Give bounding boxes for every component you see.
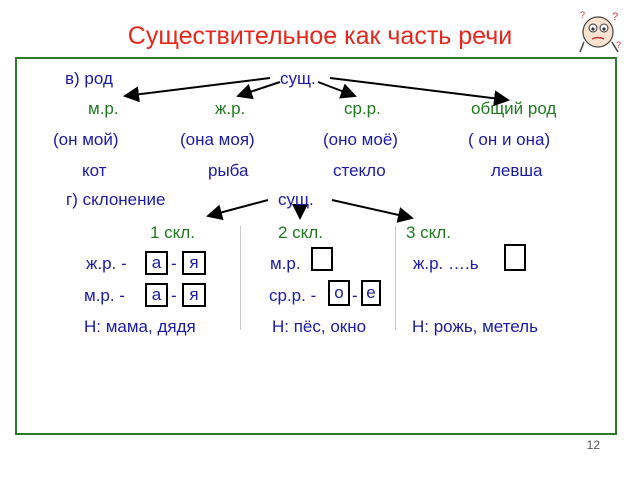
arrow-to-decl3 xyxy=(331,199,414,223)
slide-title: Существительное как часть речи xyxy=(127,22,513,50)
pronoun-masculine: (он мой) xyxy=(53,130,119,149)
decl1-masculine-prefix: м.р. - xyxy=(84,286,125,305)
example-word-masculine: кот xyxy=(82,161,107,180)
decl1-example: Н: мама, дядя xyxy=(84,317,196,336)
decl1-feminine-ending-ya-box: я xyxy=(182,251,206,275)
decl1-feminine-ending-a-box: а xyxy=(145,251,168,275)
arrow-to-masc xyxy=(123,77,271,103)
example-word-common: левша xyxy=(491,161,543,180)
decl3-feminine-prefix: ж.р. ….ь xyxy=(413,254,479,273)
decl1-feminine-ending-a: а xyxy=(151,253,162,272)
gender-neuter: ср.р. xyxy=(344,99,381,118)
example-word-feminine: рыба xyxy=(208,161,249,180)
declension-2-header: 2 скл. xyxy=(278,223,323,242)
column-divider-2 xyxy=(395,226,396,330)
svg-text:?: ? xyxy=(616,40,621,50)
decl1-feminine-separator: - xyxy=(171,254,177,273)
decl1-feminine-ending-ya: я xyxy=(189,253,199,272)
content-frame xyxy=(15,57,617,435)
decl3-example: Н: рожь, метель xyxy=(412,317,538,336)
arrow-to-common xyxy=(329,77,510,107)
decl2-neuter-ending-o: о xyxy=(334,283,344,302)
declension-label: г) склонение xyxy=(66,190,166,209)
declension-root: сущ. xyxy=(278,190,314,209)
page-number: 12 xyxy=(586,438,600,452)
gender-feminine: ж.р. xyxy=(215,99,246,118)
decl1-masculine-ending-a: а xyxy=(151,285,162,304)
decl1-masculine-ending-ya-box: я xyxy=(182,283,206,307)
svg-text:?: ? xyxy=(612,11,618,23)
decl2-neuter-prefix: ср.р. - xyxy=(269,286,317,305)
decl1-masculine-ending-ya: я xyxy=(189,285,199,304)
declension-3-header: 3 скл. xyxy=(406,223,451,242)
decl1-feminine-prefix: ж.р. - xyxy=(86,254,127,273)
decl2-masculine-zero-ending-box xyxy=(311,247,333,271)
decl1-masculine-separator: - xyxy=(171,286,177,305)
column-divider-1 xyxy=(240,226,241,330)
decl2-neuter-separator: - xyxy=(352,286,358,305)
decl1-masculine-ending-a-box: а xyxy=(145,283,168,307)
decl2-neuter-ending-e-box: е xyxy=(361,280,381,306)
declension-1-header: 1 скл. xyxy=(150,223,195,242)
thinking-face-icon: ? ? ? xyxy=(576,8,626,61)
gender-masculine: м.р. xyxy=(88,99,119,118)
decl2-neuter-ending-e: е xyxy=(366,283,376,302)
gender-root: сущ. xyxy=(280,69,316,88)
gender-common: общий род xyxy=(471,99,557,118)
arrow-to-neut xyxy=(317,81,357,99)
decl2-example: Н: пёс, окно xyxy=(272,317,367,336)
decl2-masculine-prefix: м.р. xyxy=(270,254,301,273)
svg-text:?: ? xyxy=(580,10,585,20)
arrow-to-decl1 xyxy=(206,199,269,221)
decl3-zero-ending-box xyxy=(504,244,526,271)
decl2-neuter-ending-o-box: о xyxy=(328,280,350,306)
pronoun-neuter: (оно моё) xyxy=(323,130,398,149)
gender-label: в) род xyxy=(65,69,113,88)
pronoun-feminine: (она моя) xyxy=(180,130,255,149)
pronoun-common: ( он и она) xyxy=(468,130,551,149)
example-word-neuter: стекло xyxy=(333,161,386,180)
arrow-to-fem xyxy=(236,81,281,100)
